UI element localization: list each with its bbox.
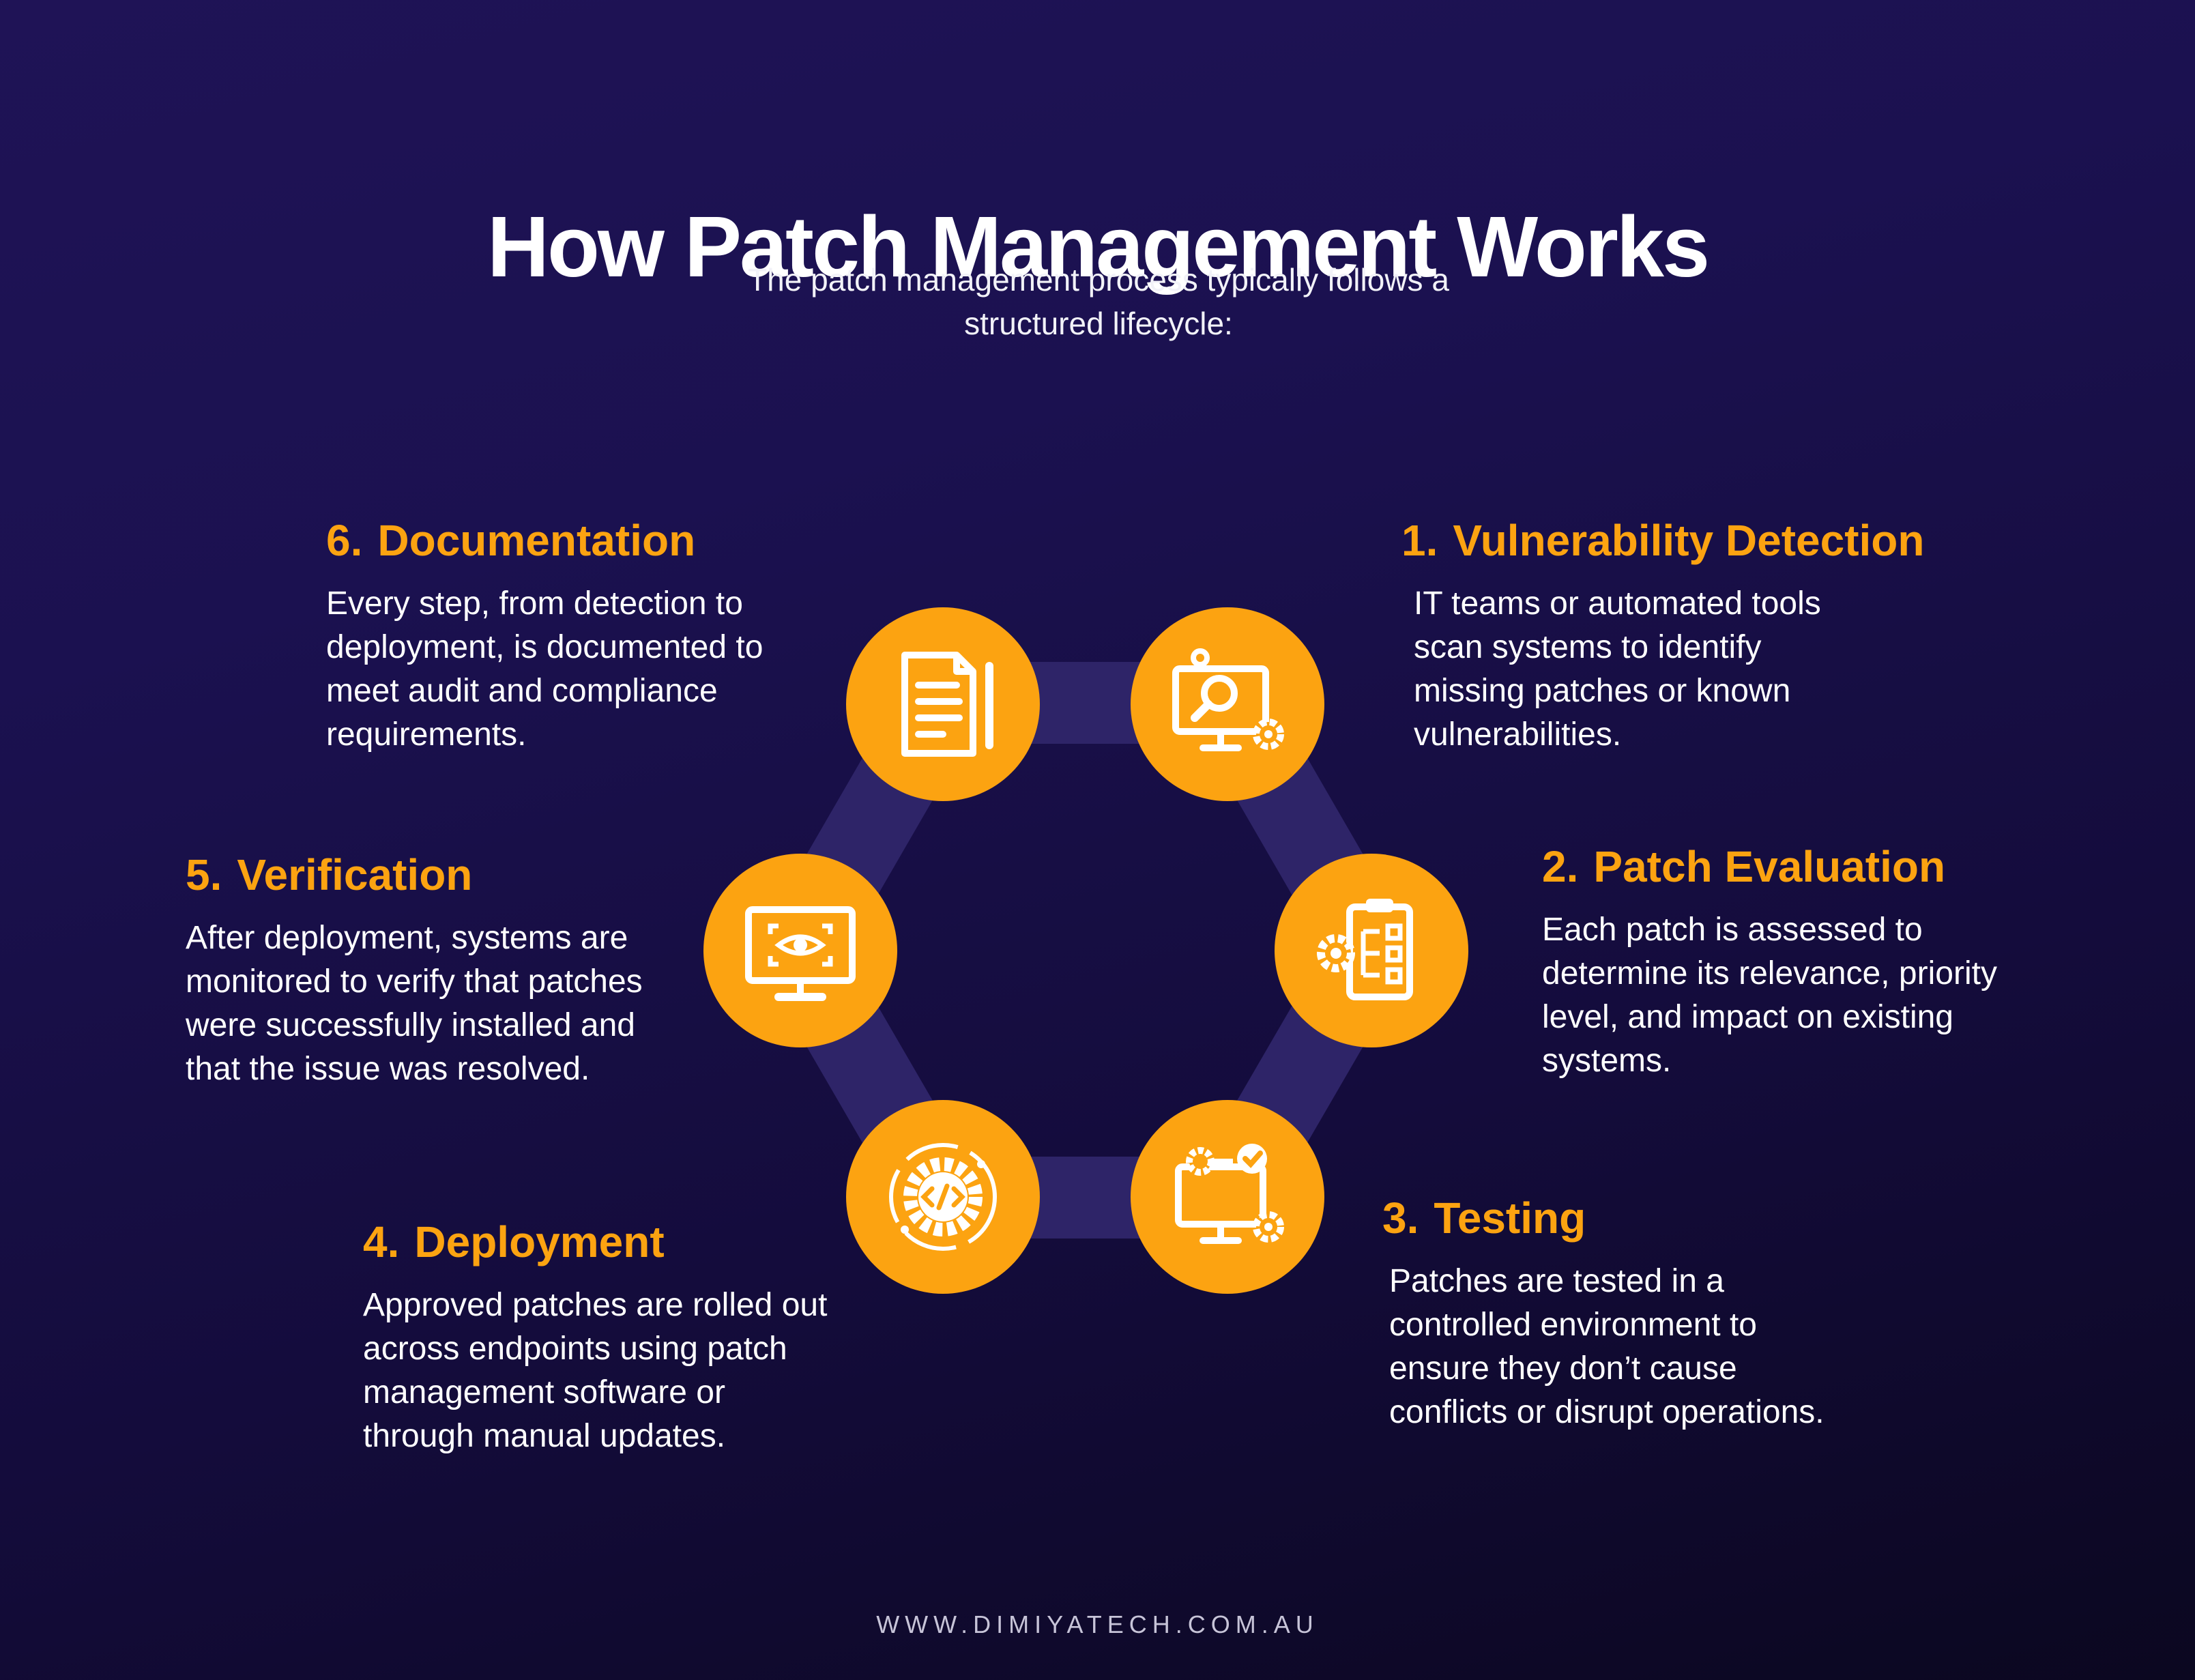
step-description: Patches are tested in a controlled envir… [1389,1263,1825,1430]
document-pen-icon [901,652,993,757]
node-patch-evaluation [1275,854,1468,1047]
step-title: 2.Patch Evaluation [1542,842,1946,891]
step-deployment: 4.Deployment Approved patches are rolled… [363,1217,854,1458]
step-documentation: 6.Documentation Every step, from detecti… [326,515,817,757]
step-title: 3.Testing [1382,1193,1586,1243]
step-description: Approved patches are rolled out across e… [363,1287,828,1454]
step-description: Every step, from detection to deployment… [326,585,764,753]
step-verification: 5.Verification After deployment, systems… [186,850,677,1091]
monitor-eye-scan-icon [745,906,856,1001]
step-testing: 3.Testing Patches are tested in a contro… [1382,1193,1874,1434]
page-subtitle: The patch management process typically f… [748,262,1449,341]
node-verification [703,854,897,1047]
monitor-magnifier-gear-icon [1172,648,1284,751]
node-documentation [846,607,1040,801]
clipboard-checklist-gear-icon [1317,899,1413,1000]
step-vulnerability-detection: 1.Vulnerability Detection IT teams or au… [1400,515,1925,757]
step-title: 4.Deployment [363,1217,665,1266]
monitor-gears-check-icon [1175,1144,1284,1244]
code-gear-cycle-icon [889,1143,997,1251]
footer-url: WWW.DIMIYATECH.COM.AU [876,1610,1319,1638]
step-title: 6.Documentation [326,516,696,565]
step-title: 1.Vulnerability Detection [1401,516,1925,565]
node-testing [1131,1100,1324,1294]
node-deployment [846,1100,1040,1294]
step-description: IT teams or automated tools scan systems… [1414,585,1821,753]
step-patch-evaluation: 2.Patch Evaluation Each patch is assesse… [1542,841,2033,1083]
step-title: 5.Verification [186,850,473,899]
node-vulnerability-detection [1131,607,1324,801]
step-description: After deployment, systems are monitored … [186,920,643,1087]
page-title: How Patch Management Works [486,199,1710,295]
step-description: Each patch is assessed to determine its … [1542,912,1997,1079]
